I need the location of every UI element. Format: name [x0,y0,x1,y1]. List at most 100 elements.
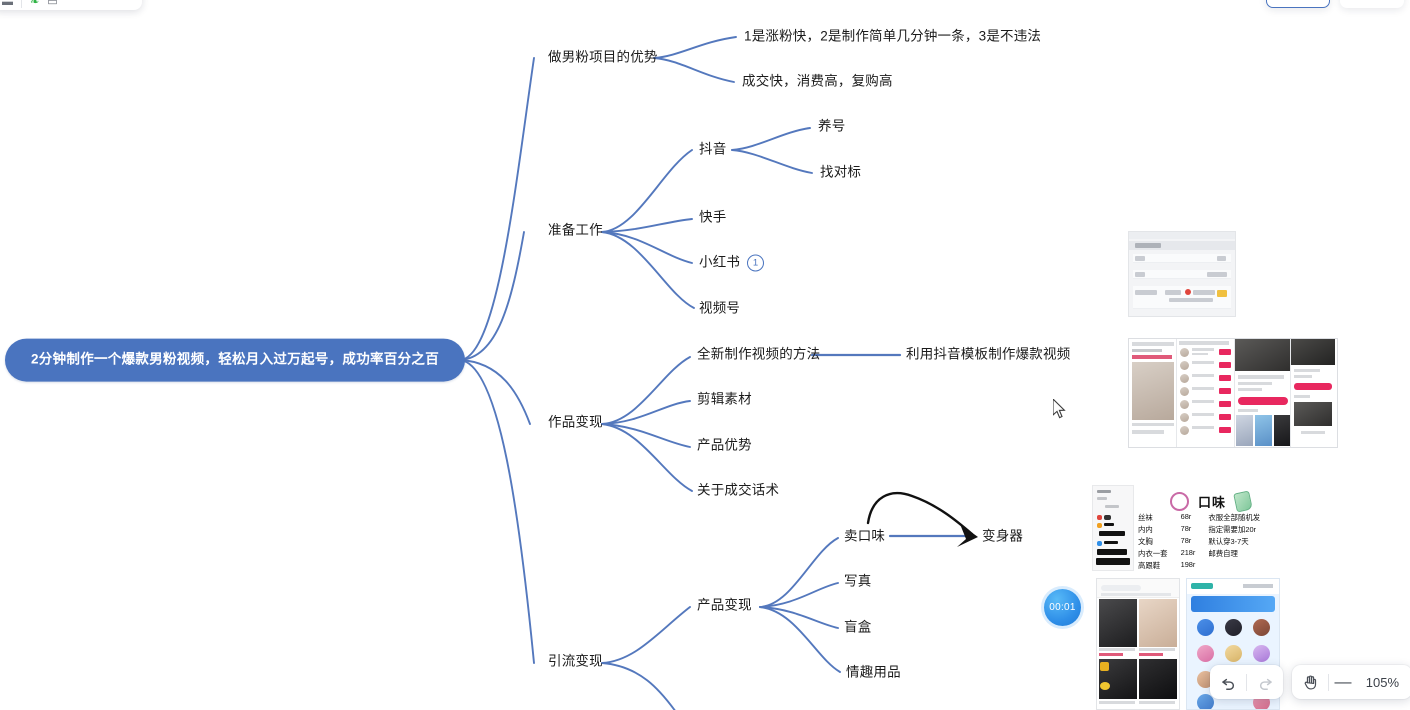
node-new-video-method[interactable]: 全新制作视频的方法 [697,347,820,364]
zoom-level-value[interactable]: 105% [1365,674,1399,690]
row-value [1217,256,1226,261]
primary-action-button[interactable] [1266,0,1330,8]
table-row: 内衣一套 218r 邮费自理 [1138,547,1238,558]
collage-pane-profile [1129,339,1177,447]
leaf-icon[interactable]: ❧ [30,0,40,8]
secondary-action-button[interactable] [1340,0,1404,8]
circle-icon [1170,492,1189,511]
root-label: 2分钟制作一个爆款男粉视频，轻松月入过万起号，成功率百分之百 [31,351,440,367]
node-adult-products[interactable]: 情趣用品 [846,665,901,682]
node-xiaohongshu[interactable]: 小红书 1 [699,254,765,272]
node-douyin[interactable]: 抖音 [699,142,726,159]
node-sell-flavor[interactable]: 卖口味 [844,529,885,546]
status-bar [1129,232,1235,239]
attachment-mobile-settings-screenshot[interactable] [1128,231,1236,317]
node-label: 小红书 [699,254,741,270]
node-label: 做男粉项目的优势 [548,49,658,65]
avatar [1197,619,1214,636]
top-toolbar-right-cropped[interactable] [1266,0,1404,8]
node-label: 抖音 [699,141,727,157]
undo-redo-toolbar[interactable] [1210,665,1283,699]
node-voice-changer[interactable]: 变身器 [982,529,1023,546]
attachment-shopping-grid-screenshot[interactable] [1096,578,1180,710]
timer-text: 00:01 [1049,602,1076,613]
node-advantage-2[interactable]: 成交快，消费高，复购高 [742,74,893,91]
node-photo-shoot[interactable]: 写真 [844,574,871,591]
collapsed-children-badge[interactable]: 1 [747,254,765,272]
avatar [1253,645,1270,662]
node-label: 1是涨粉快，2是制作简单几分钟一条，3是不违法 [744,28,1042,44]
avatar [1225,619,1242,636]
node-product-advantage[interactable]: 产品优势 [697,438,752,455]
divider [21,0,22,8]
collage-pane-video-detail [1235,339,1291,447]
row-label [1135,256,1145,261]
nav-title-bar [1129,241,1235,250]
top-toolbar-left-cropped[interactable]: ▬ ❧ ▭ [0,0,142,10]
attachment-price-list-screenshot[interactable]: 口味 丝袜 68r 衣服全部随机发 内内 78r 指定需要加20r 文胸 78r… [1092,482,1288,574]
node-blind-box[interactable]: 盲盒 [844,620,871,637]
sock-icon [1233,490,1253,513]
price-card-title: 口味 [1198,495,1227,510]
table-row: 丝袜 68r 衣服全部随机发 [1138,512,1261,523]
hand-icon [1304,674,1316,690]
attachment-social-collage-screenshot[interactable] [1128,338,1338,448]
node-label: 产品优势 [697,437,752,453]
node-label: 作品变现 [548,414,603,430]
app-header [1187,579,1279,594]
node-label: 引流变现 [548,653,603,669]
mindmap-root-node[interactable]: 2分钟制作一个爆款男粉视频，轻松月入过万起号，成功率百分之百 [5,338,466,382]
node-label: 变身器 [982,528,1024,544]
undo-button[interactable] [1210,665,1246,699]
node-account-nurturing[interactable]: 养号 [818,119,845,136]
node-advantage-1[interactable]: 1是涨粉快，2是制作简单几分钟一条，3是不违法 [744,29,1041,46]
toolbar-icon-a[interactable]: ▬ [2,0,13,8]
zoom-toolbar[interactable]: — 105% [1292,665,1410,699]
node-label: 视频号 [699,300,741,316]
toolbar-icon-b[interactable]: ▭ [47,0,58,8]
node-label: 找对标 [820,164,862,180]
node-label: 快手 [699,209,727,225]
alert-dot [1185,289,1191,295]
row-value [1207,272,1227,277]
recording-timer-badge[interactable]: 00:01 [1044,589,1081,626]
node-kuaishou[interactable]: 快手 [699,210,726,227]
nav-title-text [1135,243,1161,248]
price-card-header: 口味 [1170,490,1253,513]
row-value [1193,290,1215,295]
node-preparation[interactable]: 准备工作 [548,223,603,240]
node-douyin-template[interactable]: 利用抖音模板制作爆款视频 [906,347,1070,364]
row-value [1165,290,1181,295]
chat-thumbnail-column [1092,485,1134,571]
settings-row [1133,254,1231,263]
node-find-benchmark[interactable]: 找对标 [820,165,861,182]
zoom-out-button[interactable]: — [1329,665,1357,699]
node-product-monetization[interactable]: 产品变现 [697,598,752,615]
node-label: 成交快，消费高，复购高 [742,73,893,89]
table-row: 文胸 78r 默认穿3-7天 [1138,535,1249,546]
node-traffic-monetization[interactable]: 引流变现 [548,654,603,671]
node-video-account[interactable]: 视频号 [699,301,740,318]
avatar [1253,619,1270,636]
avatar [1197,671,1214,688]
minus-icon: — [1334,672,1352,691]
mouse-cursor [1053,399,1066,419]
pan-tool-button[interactable] [1292,665,1328,699]
node-editing-material[interactable]: 剪辑素材 [697,392,752,409]
node-closing-script[interactable]: 关于成交话术 [697,483,779,500]
divider [1246,673,1247,691]
promo-banner [1191,596,1275,612]
redo-button[interactable] [1247,665,1283,699]
product-cell [1139,659,1177,699]
node-label: 利用抖音模板制作爆款视频 [906,346,1071,362]
node-label: 养号 [818,118,846,134]
avatar [1225,645,1242,662]
node-content-monetization[interactable]: 作品变现 [548,415,603,432]
collage-pane-message-list [1177,339,1235,447]
node-label: 剪辑素材 [697,391,752,407]
table-row: 内内 78r 指定需要加20r [1138,524,1257,535]
node-advantages[interactable]: 做男粉项目的优势 [548,50,658,67]
node-label: 写真 [844,573,872,589]
collage-pane-shop [1291,339,1335,447]
